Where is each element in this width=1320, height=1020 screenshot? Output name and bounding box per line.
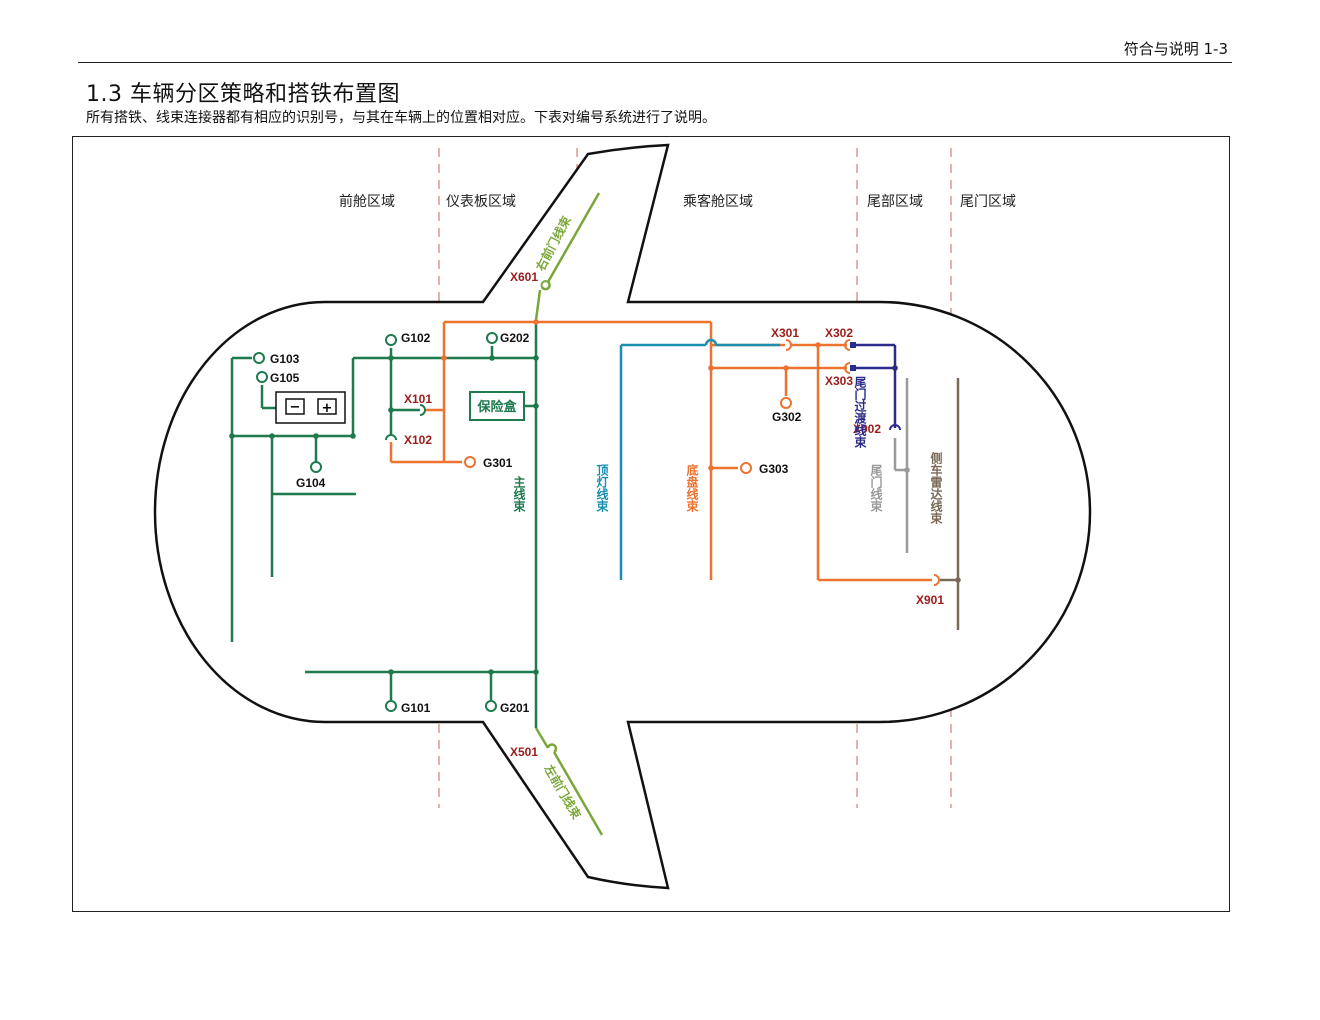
right-front-door-harness — [534, 192, 601, 321]
main-harness-label: 主线束 — [512, 475, 526, 513]
g302-ground-icon — [780, 397, 792, 409]
battery: − + — [275, 391, 346, 424]
zone-label-rear: 尾部区域 — [867, 194, 923, 210]
x102-label: X102 — [404, 433, 432, 447]
roof-light-harness-label: 顶灯线束 — [595, 464, 609, 513]
roof-light-harness — [619, 338, 780, 580]
g103-ground-icon — [253, 352, 265, 364]
g105-label: G105 — [270, 371, 300, 385]
header-rule — [78, 62, 1232, 63]
g202-ground-icon — [486, 332, 498, 344]
chassis-harness-label: 底盘线束 — [685, 463, 699, 513]
zone-label-tailgate: 尾门区域 — [960, 194, 1016, 210]
chassis-harness — [389, 320, 932, 582]
x101-connector-icon — [419, 404, 426, 416]
g301-ground-icon — [464, 456, 476, 468]
x303-connector-icon — [844, 362, 851, 374]
x301-connector-icon — [785, 339, 792, 351]
chassis-harness-junctions — [441, 319, 821, 471]
page-header-ref: 符合与说明 1-3 — [1123, 40, 1228, 58]
x902-label: X902 — [853, 422, 881, 436]
zone-label-dash: 仪表板区域 — [446, 194, 516, 210]
x102-connector-icon — [385, 434, 397, 441]
left-front-door-harness — [534, 727, 604, 836]
zone-label-front: 前舱区域 — [339, 193, 395, 210]
ground-symbols — [253, 332, 498, 712]
g103-label: G103 — [270, 352, 300, 366]
side-radar-harness-label: 侧车雷达线束 — [929, 451, 943, 525]
side-radar-harness-junction — [955, 577, 961, 583]
g202-label: G202 — [500, 331, 530, 345]
side-radar-harness — [940, 378, 960, 630]
main-harness-junctions — [229, 355, 539, 675]
x901-label: X901 — [916, 593, 944, 607]
vehicle-outline — [153, 143, 1092, 890]
g101-label: G101 — [401, 701, 431, 715]
x601-label: X601 — [510, 270, 538, 284]
fuse-box-label: 保险盒 — [476, 399, 517, 415]
g101-ground-icon — [385, 700, 397, 712]
section-title: 1.3 车辆分区策略和搭铁布置图 — [86, 82, 400, 107]
g201-ground-icon — [485, 700, 497, 712]
g104-ground-icon — [310, 461, 322, 473]
g303-label: G303 — [759, 462, 789, 476]
diagram-frame — [72, 136, 1230, 912]
tailgate-jumper-harness-label: 尾门过渡线束 — [853, 376, 867, 449]
g102-label: G102 — [401, 331, 431, 345]
x301-label: X301 — [771, 326, 799, 340]
g301-label: G301 — [483, 456, 513, 470]
x303-label: X303 — [825, 374, 853, 388]
x302-connector-icon — [844, 339, 851, 351]
x302-label: X302 — [825, 326, 853, 340]
x601-connector-icon — [540, 280, 549, 288]
g102-ground-icon — [385, 334, 397, 346]
section-description: 所有搭铁、线束连接器都有相应的识别号，与其在车辆上的位置相对应。下表对编号系统进… — [86, 110, 716, 126]
tailgate-harness-label: 尾门线束 — [869, 464, 883, 513]
zone-label-cabin: 乘客舱区域 — [683, 193, 753, 210]
g105-ground-icon — [256, 371, 268, 383]
fuse-box — [469, 391, 525, 421]
battery-positive-icon: + — [322, 401, 333, 416]
tailgate-jumper-harness — [852, 343, 897, 428]
g303-ground-icon — [740, 462, 752, 474]
g201-label: G201 — [500, 701, 530, 715]
x501-label: X501 — [510, 745, 538, 759]
chassis-grounds — [464, 397, 792, 474]
g104-label: G104 — [296, 476, 326, 490]
g302-label: G302 — [772, 410, 802, 424]
tailgate-harness-junction — [904, 467, 910, 473]
x901-connector-icon — [933, 574, 940, 586]
x101-label: X101 — [404, 392, 432, 406]
tailgate-jumper-terminals — [850, 342, 898, 371]
battery-negative-icon: − — [290, 400, 301, 415]
